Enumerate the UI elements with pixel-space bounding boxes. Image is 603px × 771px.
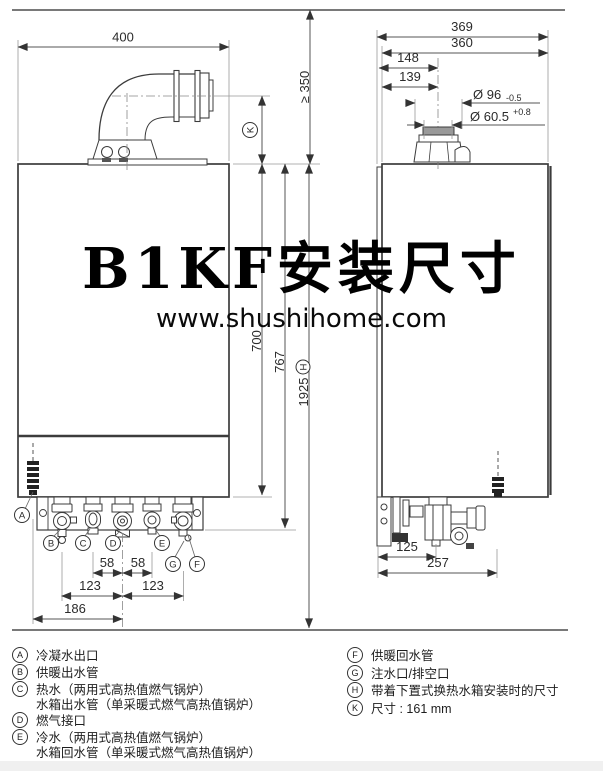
legend-text-e: 冷水（两用式高热值燃气锅炉） [36, 731, 212, 745]
ref-label-e: E [159, 539, 165, 550]
elbow-clamp-screw [118, 146, 130, 158]
ref-label-d: D [110, 539, 117, 550]
legend-text-e2: 水箱回水管（单采暖式燃气高热值锅炉） [36, 746, 262, 760]
legend-row-b: B 供暖出水管 [12, 662, 99, 681]
legend-key-h: H [347, 681, 363, 698]
ref-label-g: G [169, 560, 176, 571]
elbow-clamp-screw [101, 146, 113, 158]
dim-58a-label: 58 [100, 555, 114, 570]
ref-bubble-E [154, 535, 170, 551]
dim-d605-label: Ø 60.5 [470, 109, 509, 124]
dim-125-label: 125 [396, 539, 418, 554]
watermark-title: B1KF安装尺寸 [82, 236, 521, 302]
legend-key-d: D [12, 711, 28, 728]
legend-key-f: F [347, 646, 363, 663]
ref-bubble-K [242, 122, 258, 138]
height-dimensions: 700 767 1925 H [205, 163, 313, 629]
dim-58b-label: 58 [131, 555, 145, 570]
dim-d96-label: Ø 96 [473, 87, 501, 102]
ref-bubble-A [14, 507, 30, 523]
dim-d605-tolerance: +0.8 [513, 107, 531, 117]
legend-text-h: 带着下置式换热水箱安装时的尺寸 [371, 684, 559, 698]
legend-key-a: A [12, 646, 28, 663]
side-fittings [376, 496, 486, 549]
legend-text-c2: 水箱出水管（单采暖式燃气高热值锅炉） [36, 698, 262, 712]
legend-row-c2: 水箱出水管（单采暖式燃气高热值锅炉） [12, 694, 261, 713]
ref-label-b: B [48, 539, 54, 550]
front-port-refs: A B C D E G F [14, 491, 205, 572]
legend-key-b: B [12, 663, 28, 680]
dim-767-label: 767 [272, 351, 287, 373]
dim-148-label: 148 [397, 50, 419, 65]
ref-label-k: K [246, 126, 257, 133]
legend-row-h: H 带着下置式换热水箱安装时的尺寸 [347, 680, 559, 699]
ref-bubble-F [189, 556, 205, 572]
ref-bubble-B [43, 535, 59, 551]
flue-elbow-outer [98, 73, 201, 141]
front-fittings [51, 496, 194, 544]
legend-key-k: K [347, 699, 363, 716]
flue-side-bracket [454, 146, 471, 163]
legend-text-a: 冷凝水出口 [36, 649, 99, 663]
ref-label-h: H [299, 363, 310, 370]
ref-label-c: C [80, 539, 87, 550]
ref-bubble-H [295, 359, 311, 375]
legend-text-g: 注水口/排空口 [371, 667, 450, 681]
dim-1925-label: 1925 [296, 378, 311, 407]
legend-key-g: G [347, 664, 363, 681]
dim-123b-label: 123 [142, 578, 164, 593]
legend-row-k: K 尺寸 : 161 mm [347, 698, 452, 717]
dim-400-label: 400 [112, 30, 134, 45]
ref-bubble-C [75, 535, 91, 551]
flue-top-disk [422, 126, 455, 136]
ref-label-a: A [19, 511, 26, 522]
flue-end-cap [199, 72, 210, 119]
legend-row-c: C 热水（两用式高热值燃气锅炉） [12, 679, 211, 698]
side-view-boiler [376, 58, 552, 498]
ref-label-f: F [194, 560, 200, 571]
front-view-boiler [17, 69, 270, 498]
dim-d96-tolerance: -0.5 [506, 93, 522, 103]
legend-text-b: 供暖出水管 [36, 666, 99, 680]
ref-bubble-G [165, 556, 181, 572]
dim-257-label: 257 [427, 555, 449, 570]
side-dimensions: 369 360 148 139 Ø 96 -0.5 Ø 60.5 +0.8 ≥ … [297, 9, 549, 578]
dim-700-label: 700 [249, 330, 264, 352]
dim-369-label: 369 [451, 19, 473, 34]
legend-text-k: 尺寸 : 161 mm [371, 702, 452, 716]
legend-row-e2: 水箱回水管（单采暖式燃气高热值锅炉） [12, 742, 261, 761]
legend-row-a: A 冷凝水出口 [12, 645, 99, 664]
legend-row-d: D 燃气接口 [12, 710, 86, 729]
ref-bubble-D [105, 535, 121, 551]
legend-key-c: C [12, 680, 28, 697]
flue-elbow-inner [144, 116, 201, 141]
dim-360-label: 360 [451, 35, 473, 50]
legend-row-e: E 冷水（两用式高热值燃气锅炉） [12, 727, 211, 746]
legend-text-d: 燃气接口 [36, 714, 87, 728]
dim-139-label: 139 [399, 69, 421, 84]
flue-inner-pipe-end [208, 79, 214, 112]
bottom-strip [0, 761, 603, 771]
legend-row-g: G 注水口/排空口 [347, 663, 449, 682]
watermark-website: www.shushihome.com [156, 304, 447, 334]
dim-clearance-label: ≥ 350 [297, 71, 312, 103]
dim-186-label: 186 [64, 601, 86, 616]
legend-text-c: 热水（两用式高热值燃气锅炉） [36, 683, 212, 697]
legend-text-f: 供暖回水管 [371, 649, 434, 663]
legend-key-e: E [12, 728, 28, 745]
dim-123a-label: 123 [79, 578, 101, 593]
legend-row-f: F 供暖回水管 [347, 645, 434, 664]
front-dimensions: 400 K 58 58 123 123 186 [17, 30, 320, 629]
